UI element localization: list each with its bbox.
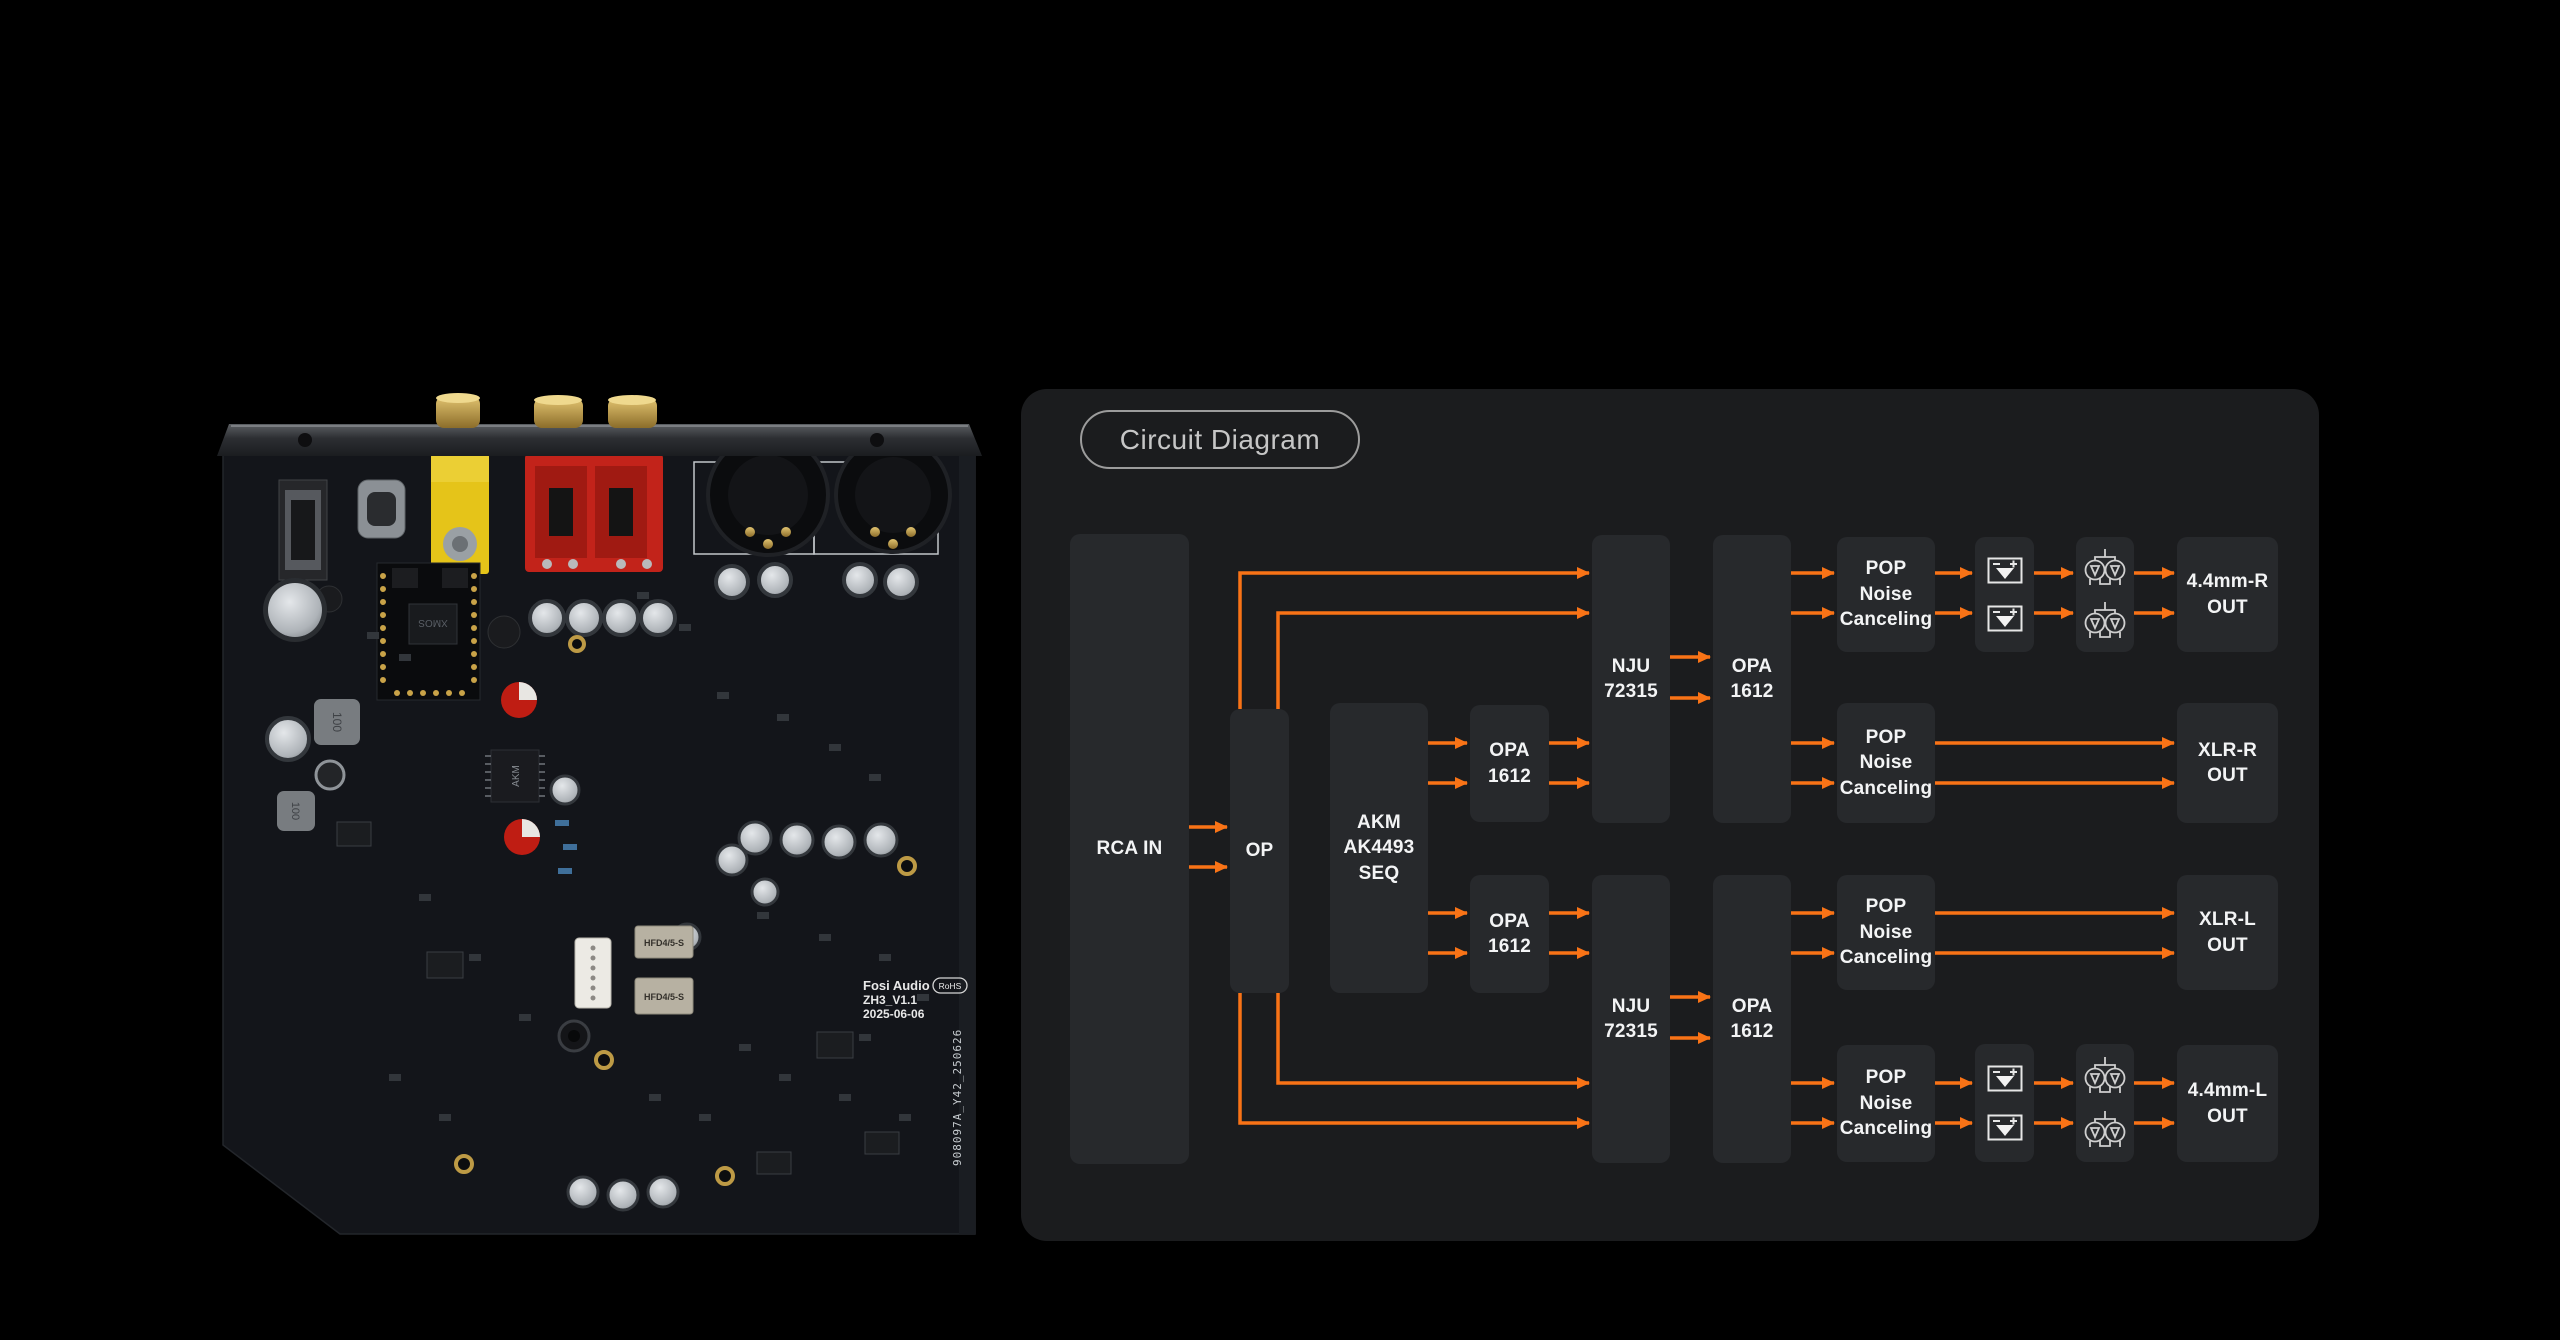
diagram-node-label: POP Noise Canceling <box>1839 726 1933 799</box>
diagram-node-pop-noise-canceling-4: POP Noise Canceling <box>1837 1045 1935 1162</box>
diagram-node-pop-noise-canceling-3: POP Noise Canceling <box>1837 875 1935 990</box>
opamp-icon <box>1987 605 2022 632</box>
rear-panel-bar <box>217 424 982 456</box>
diagram-node-out-xlr-l: XLR-L OUT <box>2177 875 2278 990</box>
pcb-serial-text: 908097A_Y42_250626 <box>951 1029 964 1166</box>
svg-text:100: 100 <box>330 712 344 732</box>
diagram-node-label: OPA 1612 <box>1730 655 1774 702</box>
pcb-board-svg: 100 100 XMOS <box>217 393 982 1235</box>
opamp-icon <box>1987 557 2022 584</box>
pcb-right-edge <box>959 450 975 1234</box>
diagram-node-label: OPA 1612 <box>1487 740 1532 787</box>
pcb-rohs-text: RoHS <box>939 981 962 991</box>
xmos-module: XMOS <box>376 562 481 701</box>
pcb-date-text: 2025-06-06 <box>863 1007 925 1021</box>
opamp-icon <box>1987 1114 2022 1141</box>
mounting-holes <box>454 635 917 1186</box>
diagram-node-rca-in: RCA IN <box>1070 534 1189 1164</box>
diagram-edges <box>1189 567 2175 1129</box>
diagram-node-pop-noise-canceling-1: POP Noise Canceling <box>1837 537 1935 652</box>
rca-barrels <box>436 393 657 428</box>
diagram-node-label: OPA 1612 <box>1487 910 1532 957</box>
power-inductors: 100 100 <box>277 699 360 831</box>
push-pull-transistor-icon <box>2084 1110 2126 1147</box>
diagram-node-label: RCA IN <box>1096 838 1163 860</box>
page-title-label: Circuit Diagram <box>1119 423 1321 455</box>
diagram-node-pop-noise-canceling-2: POP Noise Canceling <box>1837 703 1935 823</box>
pcb-brand-text: Fosi Audio <box>863 978 930 993</box>
signal-arrow <box>1238 567 1590 709</box>
xlr-connector-right <box>834 436 952 554</box>
diagram-node-opa1612-4: OPA 1612 <box>1713 875 1791 1163</box>
signal-arrow <box>1238 993 1590 1129</box>
page-title: Circuit Diagram <box>1080 410 1360 469</box>
diagram-node-label: AKM AK4493 SEQ <box>1343 811 1415 884</box>
diagram-node-op: OP <box>1230 709 1289 993</box>
diagram-node-out-44mm-r: 4.4mm-R OUT <box>2177 537 2278 652</box>
usb-b-port <box>278 479 328 581</box>
diagram-node-label: 4.4mm-L OUT <box>2187 1080 2268 1127</box>
filter-caps-row <box>528 562 919 637</box>
diagram-node-akm-ak4493-seq: AKM AK4493 SEQ <box>1330 703 1428 993</box>
relays: HFD4/5-S HFD4/5-S <box>634 925 694 1015</box>
diagram-node-label: OPA 1612 <box>1730 995 1774 1042</box>
diagram-node-label: NJU 72315 <box>1604 995 1658 1042</box>
diagram-node-opa1612-2: OPA 1612 <box>1470 875 1549 993</box>
signal-arrow <box>1276 607 1590 709</box>
diagram-node-push-pull-top <box>2076 537 2134 652</box>
diagram-node-label: OP <box>1245 840 1274 862</box>
opamp-icon <box>1987 1065 2022 1092</box>
diagram-node-opa1612-1: OPA 1612 <box>1470 705 1549 822</box>
cap-470 <box>265 716 311 762</box>
svg-text:HFD4/5-S: HFD4/5-S <box>644 992 684 1002</box>
diagram-node-label: POP Noise Canceling <box>1839 1067 1933 1140</box>
diagram-node-push-pull-bottom <box>2076 1044 2134 1162</box>
diagram-node-label: XLR-L OUT <box>2199 909 2256 956</box>
diagram-node-opa1612-3: OPA 1612 <box>1713 535 1791 823</box>
diagram-node-out-44mm-l: 4.4mm-L OUT <box>2177 1045 2278 1162</box>
akm-dac-chip: AKM <box>485 749 545 803</box>
diagram-node-nju72315-top: NJU 72315 <box>1592 535 1670 823</box>
cap-100 <box>314 759 346 791</box>
diagram-node-label: NJU 72315 <box>1604 655 1658 702</box>
pcb-photo: 100 100 XMOS <box>217 392 982 1242</box>
svg-text:HFD4/5-S: HFD4/5-S <box>644 938 684 948</box>
signal-arrow <box>1276 993 1590 1089</box>
rohs-pill <box>932 977 968 994</box>
red-caps <box>501 682 540 855</box>
diagram-node-nju72315-bottom: NJU 72315 <box>1592 875 1670 1163</box>
silkscreen-text: Fosi Audio RoHS ZH3_V1.1 2025-06-06 9080… <box>863 977 968 1166</box>
header-connector <box>574 937 612 1009</box>
coax-jack-yellow <box>431 454 489 574</box>
psu-cap <box>268 583 322 637</box>
xlr-connector-left <box>706 433 830 557</box>
smd-components <box>336 592 929 1175</box>
svg-text:AKM: AKM <box>511 765 522 787</box>
standoff-mid <box>487 615 521 649</box>
svg-text:XMOS: XMOS <box>418 617 448 628</box>
usb-c-port <box>357 479 406 539</box>
small-caps <box>549 774 899 1212</box>
push-pull-transistor-icon <box>2084 1057 2126 1094</box>
push-pull-transistor-icon <box>2084 601 2126 638</box>
screw <box>557 1019 591 1053</box>
diagram-node-buffer-amp-top <box>1975 537 2034 652</box>
diagram-node-label: XLR-R OUT <box>2197 739 2258 786</box>
svg-text:100: 100 <box>289 802 301 820</box>
diagram-node-label: 4.4mm-R OUT <box>2186 571 2269 618</box>
diagram-node-label: POP Noise Canceling <box>1839 558 1933 631</box>
pcb-model-text: ZH3_V1.1 <box>863 993 917 1007</box>
push-pull-transistor-icon <box>2084 549 2126 586</box>
diagram-node-buffer-amp-bottom <box>1975 1044 2034 1162</box>
rca-input-jacks <box>525 454 663 572</box>
diagram-node-label: POP Noise Canceling <box>1839 896 1933 969</box>
diagram-node-out-xlr-r: XLR-R OUT <box>2177 703 2278 823</box>
